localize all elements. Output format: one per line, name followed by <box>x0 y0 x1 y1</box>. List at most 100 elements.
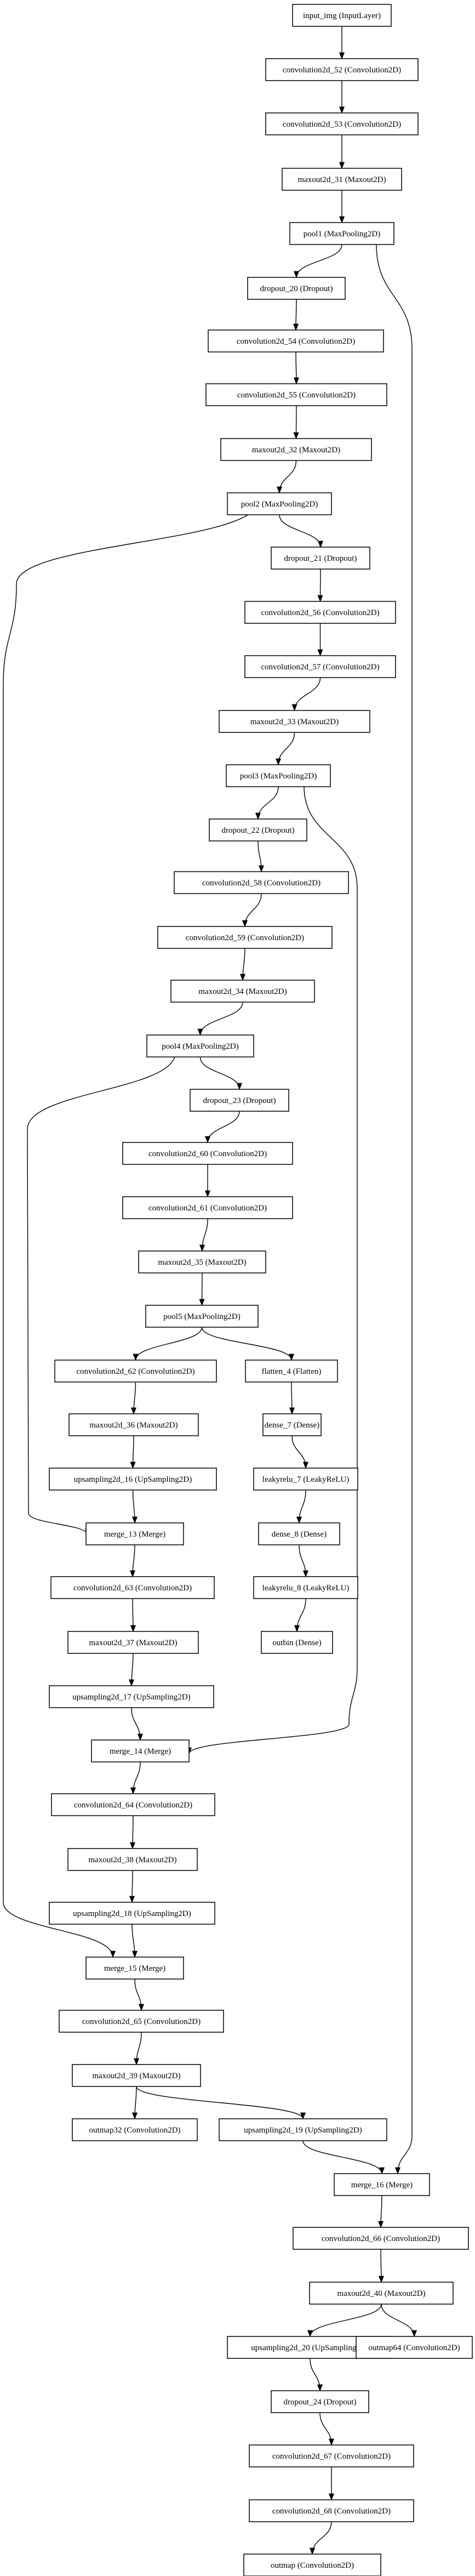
node-label: convolution2d_62 (Convolution2D) <box>76 1367 194 1376</box>
diagram-node: maxout2d_35 (Maxout2D) <box>138 1250 266 1273</box>
node-label: outbin (Dense) <box>272 1639 322 1647</box>
diagram-node: maxout2d_32 (Maxout2D) <box>220 438 372 461</box>
edge-arrow <box>257 840 265 873</box>
node-label: outmap (Convolution2D) <box>271 2561 354 2570</box>
node-label: maxout2d_31 (Maxout2D) <box>297 175 386 184</box>
diagram-node: convolution2d_65 (Convolution2D) <box>59 2010 224 2033</box>
node-label: convolution2d_68 (Convolution2D) <box>272 2507 391 2516</box>
node-box <box>243 2554 381 2576</box>
edge-arrow <box>204 1111 240 1144</box>
edge-arrow <box>291 677 321 712</box>
edge-arrow <box>242 893 262 928</box>
diagram-node: dropout_23 (Dropout) <box>190 1089 289 1112</box>
node-box <box>282 168 402 191</box>
edges <box>3 26 417 2555</box>
node-label: outmap32 (Convolution2D) <box>89 2126 180 2135</box>
diagram-node: pool5 (MaxPooling2D) <box>145 1305 259 1328</box>
node-box <box>293 2227 469 2250</box>
edge-arrow <box>27 1052 176 1536</box>
node-label: upsampling2d_18 (UpSampling2D) <box>73 1909 191 1918</box>
edge-arrow <box>131 2086 138 2120</box>
diagram-node: convolution2d_60 (Convolution2D) <box>122 1142 293 1165</box>
node-box <box>253 1468 358 1491</box>
diagram-node: convolution2d_61 (Convolution2D) <box>122 1196 293 1219</box>
node-label: merge_16 (Merge) <box>351 2181 413 2190</box>
node-box <box>72 2064 201 2087</box>
edge-arrow <box>131 1489 138 1524</box>
edge-arrow <box>293 405 299 440</box>
edge-arrow <box>279 514 324 548</box>
nodes: input_img (InputLayer)convolution2d_52 (… <box>49 4 473 2576</box>
node-box <box>309 2282 454 2305</box>
edge-arrow <box>376 244 413 2175</box>
diagram-node: input_img (InputLayer) <box>292 4 392 27</box>
node-label: convolution2d_66 (Convolution2D) <box>322 2234 440 2243</box>
edge-arrow <box>275 732 295 766</box>
diagram-node: outmap (Convolution2D) <box>243 2554 381 2576</box>
node-box <box>122 1196 293 1219</box>
node-box <box>258 1522 340 1545</box>
edge-arrow <box>294 1598 306 1633</box>
node-label: dropout_21 (Dropout) <box>284 554 357 563</box>
node-label: convolution2d_53 (Convolution2D) <box>283 120 401 129</box>
node-box <box>289 222 394 245</box>
node-box <box>227 492 332 515</box>
edge-arrow <box>131 1924 138 1958</box>
node-box <box>59 2010 224 2033</box>
node-box <box>174 871 349 894</box>
diagram-node: dropout_24 (Dropout) <box>271 2390 369 2413</box>
node-box <box>249 2444 414 2467</box>
edge-arrow <box>129 1544 136 1578</box>
node-label: maxout2d_35 (Maxout2D) <box>158 1258 246 1267</box>
node-box <box>138 1250 266 1273</box>
node-box <box>122 1142 293 1165</box>
node-box <box>220 438 372 461</box>
node-box <box>68 1413 199 1436</box>
edge-arrow <box>201 1327 294 1361</box>
diagram-node: convolution2d_54 (Convolution2D) <box>208 329 384 352</box>
node-box <box>49 1468 217 1491</box>
diagram-node: dense_7 (Dense) <box>262 1413 322 1436</box>
edge-arrow <box>130 1761 141 1795</box>
edge-arrow <box>199 1056 243 1090</box>
node-label: convolution2d_57 (Convolution2D) <box>261 663 379 672</box>
node-label: upsampling2d_16 (UpSampling2D) <box>74 1475 192 1484</box>
node-box <box>205 383 387 406</box>
diagram-node: merge_13 (Merge) <box>85 1522 184 1545</box>
node-label: convolution2d_55 (Convolution2D) <box>237 391 356 400</box>
node-box <box>49 1685 214 1708</box>
node-label: merge_14 (Merge) <box>110 1747 171 1756</box>
diagram-node: upsampling2d_16 (UpSampling2D) <box>49 1468 217 1491</box>
diagram-node: convolution2d_68 (Convolution2D) <box>249 2499 414 2522</box>
node-label: maxout2d_40 (Maxout2D) <box>337 2289 425 2298</box>
edge-arrow <box>255 786 279 820</box>
diagram-node: outmap64 (Convolution2D) <box>356 2336 473 2359</box>
node-box <box>244 601 396 624</box>
node-box <box>262 1413 322 1436</box>
node-label: input_img (InputLayer) <box>303 12 381 20</box>
node-label: convolution2d_61 (Convolution2D) <box>148 1204 267 1213</box>
edge-arrow <box>128 1653 135 1687</box>
node-label: pool3 (MaxPooling2D) <box>240 772 317 781</box>
node-box <box>146 1034 254 1057</box>
edge-arrow <box>186 786 358 1755</box>
node-box <box>265 58 419 81</box>
diagram-node: convolution2d_57 (Convolution2D) <box>244 655 396 678</box>
node-label: maxout2d_33 (Maxout2D) <box>250 718 339 726</box>
node-box <box>271 547 370 570</box>
node-label: convolution2d_63 (Convolution2D) <box>73 1584 192 1593</box>
node-box <box>145 1305 259 1328</box>
node-box <box>247 277 346 300</box>
node-box <box>49 1902 215 1925</box>
diagram-node: maxout2d_37 (Maxout2D) <box>67 1631 199 1654</box>
node-box <box>50 1576 215 1599</box>
diagram-node: dropout_21 (Dropout) <box>271 547 370 570</box>
node-label: convolution2d_67 (Convolution2D) <box>272 2452 391 2461</box>
edge-arrow <box>377 2195 384 2228</box>
node-label: dropout_20 (Dropout) <box>260 285 333 293</box>
node-box <box>292 4 392 27</box>
node-label: maxout2d_39 (Maxout2D) <box>92 2072 180 2080</box>
node-label: flatten_4 (Flatten) <box>262 1367 322 1376</box>
node-box <box>85 1957 184 1980</box>
node-box <box>226 764 331 787</box>
